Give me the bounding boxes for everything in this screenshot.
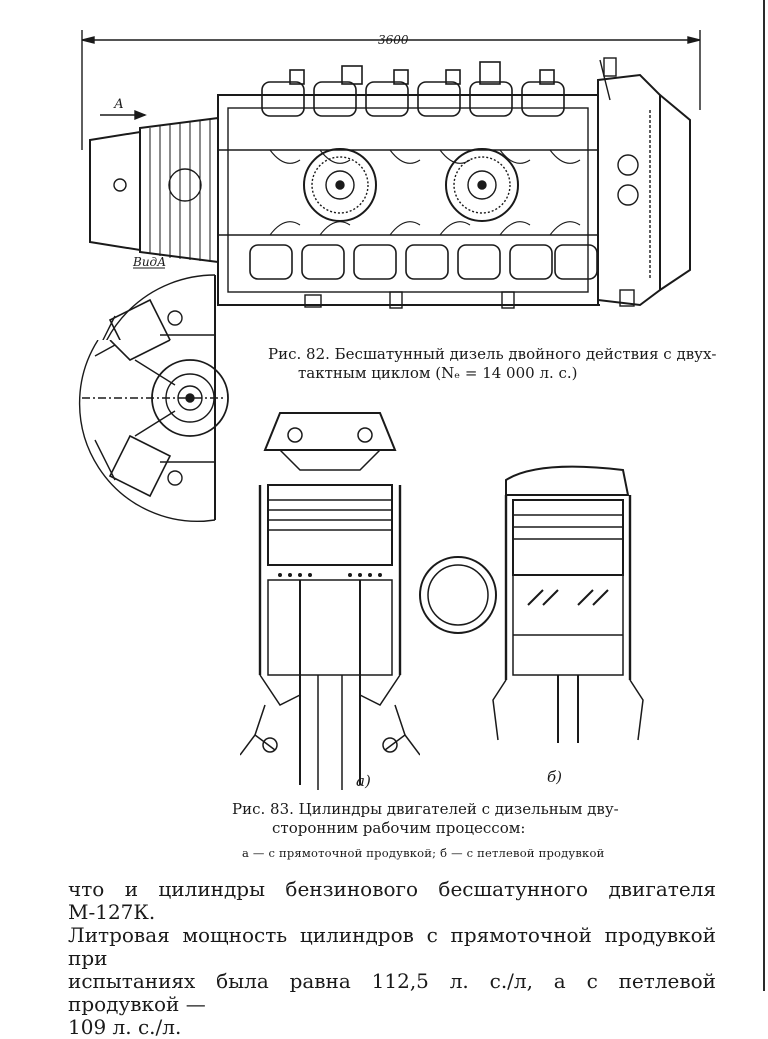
body-line-3: испытаниях была равна 112,5 л. с./л, а с… xyxy=(68,969,716,1016)
figure-83-caption: Рис. 83. Цилиндры двигателей с дизельным… xyxy=(232,800,672,838)
view-a-label: ВидА xyxy=(132,255,166,269)
figure-82-caption-line-2: тактным циклом (Nₑ = 14 000 л. с.) xyxy=(298,364,578,382)
body-line-2: Литровая мощность цилиндров с прямоточно… xyxy=(68,923,716,970)
figure-83a-label: а) xyxy=(356,772,371,790)
dimension-label: 3600 xyxy=(378,33,409,47)
figure-83b-loop-cylinder xyxy=(419,465,644,743)
figure-82-caption-line-1: Рис. 82. Бесшатунный дизель двойного дей… xyxy=(268,345,717,363)
figure-83b-label: б) xyxy=(547,768,563,786)
figure-82-view-a-lower xyxy=(78,340,229,522)
figure-83-caption-line-2: сторонним рабочим процессом: xyxy=(272,819,526,837)
arrow-a-label: А xyxy=(113,97,124,112)
body-line-4: 109 л. с./л. xyxy=(68,1015,182,1039)
body-paragraph: что и цилиндры бензинового бесшатунного … xyxy=(68,878,716,1039)
page-edge-line xyxy=(763,0,765,991)
figure-82-caption: Рис. 82. Бесшатунный дизель двойного дей… xyxy=(268,345,723,383)
document-page: 3600 А ВидА Рис. 82. Бесшатунный дизель … xyxy=(68,0,765,1039)
figure-83-subcaption: а — с прямоточной продувкой; б — с петле… xyxy=(242,846,605,860)
figure-83-caption-line-1: Рис. 83. Цилиндры двигателей с дизельным… xyxy=(232,800,619,818)
body-line-1: что и цилиндры бензинового бесшатунного … xyxy=(68,877,716,924)
figure-82-engine-drawing: 3600 А ВидА xyxy=(81,30,701,340)
figure-83a-uniflow-cylinder xyxy=(240,412,420,790)
